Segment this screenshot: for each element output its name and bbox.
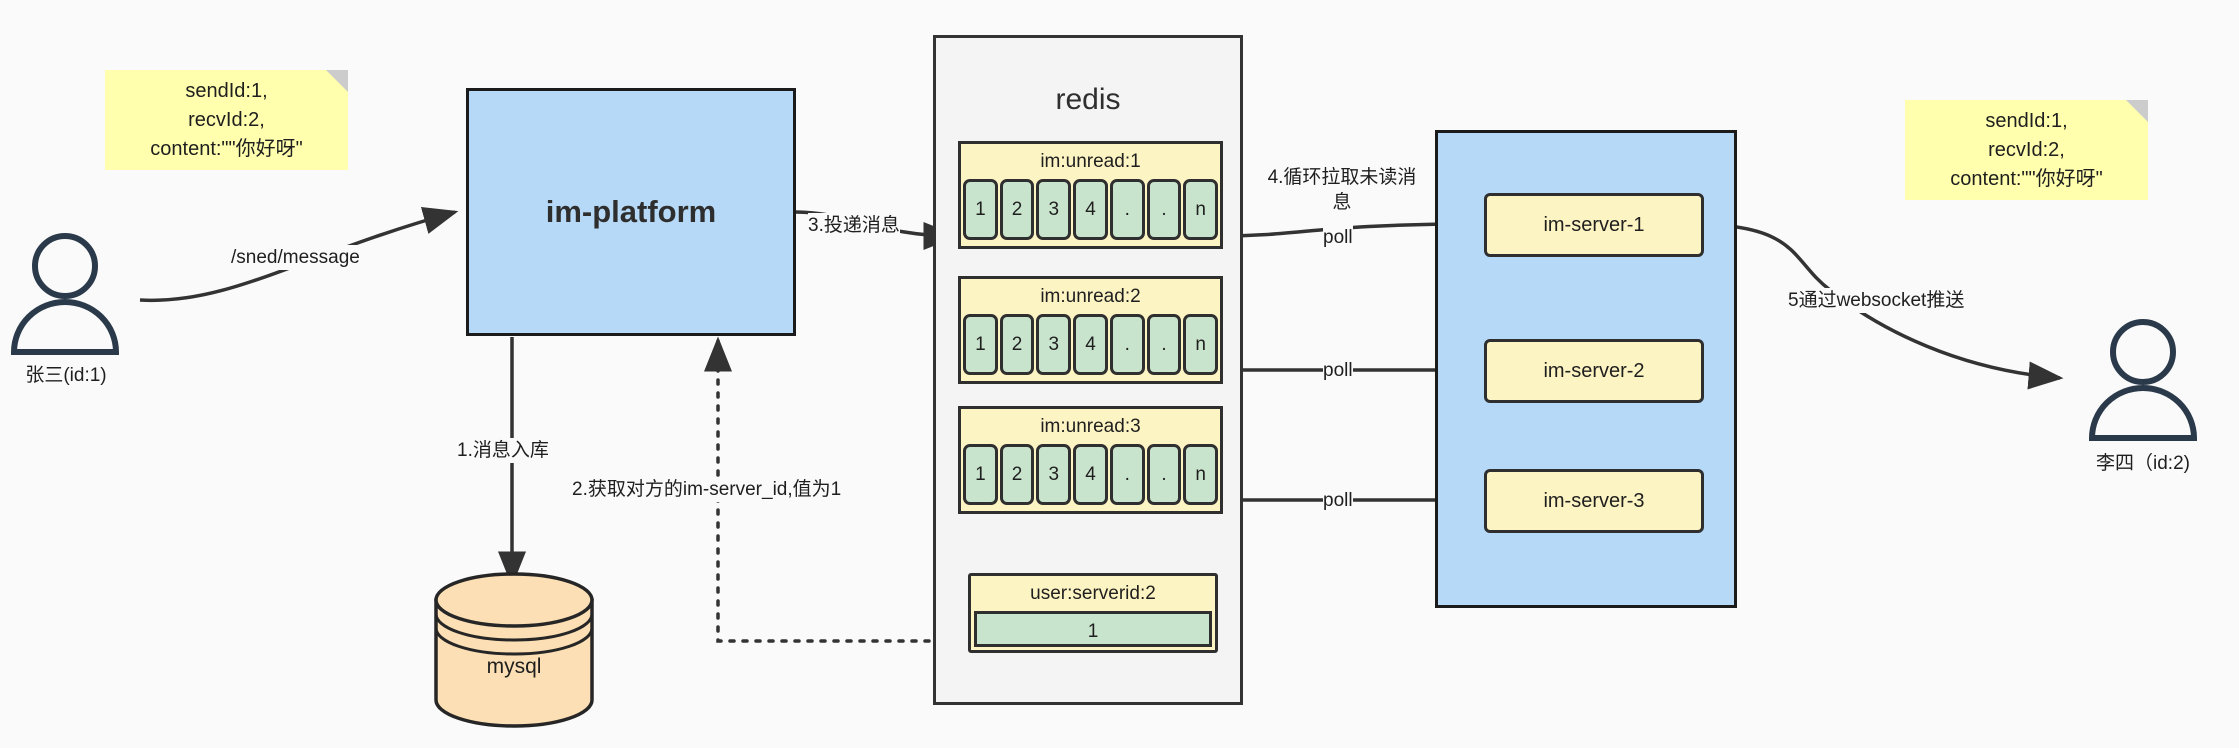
note-left-text: sendId:1, recvId:2, content:""你好呀"	[150, 79, 303, 160]
queue-cell[interactable]: n	[1183, 444, 1219, 505]
queue-cell[interactable]: 1	[963, 444, 998, 505]
queue-cell[interactable]: 3	[1036, 314, 1072, 375]
queue-cell[interactable]: .	[1146, 179, 1182, 240]
queue-cell[interactable]: 2	[999, 179, 1035, 240]
im-server-cluster: im-server-1 im-server-2 im-server-3	[1435, 130, 1737, 608]
redis-queue-1-key: im:unread:2	[1040, 286, 1141, 307]
mysql-cylinder	[434, 572, 594, 728]
redis-queue-1: im:unread:2 1 2 3 4 . . n	[958, 276, 1223, 384]
note-fold-corner	[2126, 100, 2148, 122]
node-mysql-label: mysql	[486, 655, 542, 678]
redis-kv-user-serverid: user:serverid:2 1	[968, 573, 1218, 653]
sender-label: 张三(id:1)	[25, 365, 107, 386]
redis-queue-0-cells: 1 2 3 4 . . n	[963, 179, 1219, 240]
redis-kv-value[interactable]: 1	[974, 611, 1212, 647]
node-im-server-3[interactable]: im-server-3	[1484, 469, 1704, 533]
edge-label-poll-3: poll	[1323, 488, 1353, 513]
queue-cell[interactable]: .	[1146, 444, 1182, 505]
redis-queue-2: im:unread:3 1 2 3 4 . . n	[958, 406, 1223, 514]
receiver-user-icon	[2088, 319, 2198, 441]
edge-label-step3: 3.投递消息	[808, 213, 900, 238]
queue-cell[interactable]: n	[1183, 179, 1219, 240]
node-im-server-2[interactable]: im-server-2	[1484, 339, 1704, 403]
edge-label-poll-2: poll	[1323, 358, 1353, 383]
queue-cell[interactable]: 4	[1073, 444, 1108, 505]
note-right: sendId:1, recvId:2, content:""你好呀"	[1905, 100, 2148, 200]
queue-cell[interactable]: .	[1109, 444, 1145, 505]
redis-kv-key: user:serverid:2	[1030, 583, 1156, 604]
node-im-platform[interactable]: im-platform	[466, 88, 796, 336]
edge-label-step4: 4.循环拉取未读消 息	[1258, 165, 1426, 215]
redis-container: redis im:unread:1 1 2 3 4 . . n im:unrea…	[933, 35, 1243, 705]
note-right-text: sendId:1, recvId:2, content:""你好呀"	[1950, 109, 2103, 190]
redis-queue-2-cells: 1 2 3 4 . . n	[963, 444, 1219, 505]
queue-cell[interactable]: 1	[963, 179, 998, 240]
edge-label-step5: 5通过websocket推送	[1788, 288, 1965, 313]
note-fold-corner	[326, 70, 348, 92]
queue-cell[interactable]: 3	[1036, 179, 1072, 240]
queue-cell[interactable]: 4	[1073, 314, 1108, 375]
queue-cell[interactable]: .	[1109, 179, 1145, 240]
redis-queue-0-key: im:unread:1	[1040, 151, 1141, 172]
node-im-server-1[interactable]: im-server-1	[1484, 193, 1704, 257]
note-left: sendId:1, recvId:2, content:""你好呀"	[105, 70, 348, 170]
edge-label-poll-1: poll	[1323, 225, 1353, 250]
queue-cell[interactable]: 3	[1036, 444, 1072, 505]
redis-title: redis	[1055, 83, 1121, 116]
edge-label-step2: 2.获取对方的im-server_id,值为1	[572, 477, 842, 502]
edge-label-send-message: /sned/message	[231, 245, 360, 270]
queue-cell[interactable]: .	[1146, 314, 1182, 375]
redis-queue-0: im:unread:1 1 2 3 4 . . n	[958, 141, 1223, 249]
redis-queue-1-cells: 1 2 3 4 . . n	[963, 314, 1219, 375]
queue-cell[interactable]: 4	[1073, 179, 1108, 240]
queue-cell[interactable]: 2	[999, 444, 1035, 505]
queue-cell[interactable]: 1	[963, 314, 998, 375]
receiver-label: 李四（id:2)	[2096, 453, 2190, 474]
redis-queue-2-key: im:unread:3	[1040, 416, 1141, 437]
queue-cell[interactable]: 2	[999, 314, 1035, 375]
queue-cell[interactable]: .	[1109, 314, 1145, 375]
edge-label-step1: 1.消息入库	[457, 438, 549, 463]
queue-cell[interactable]: n	[1183, 314, 1219, 375]
sender-user-icon	[10, 233, 120, 355]
